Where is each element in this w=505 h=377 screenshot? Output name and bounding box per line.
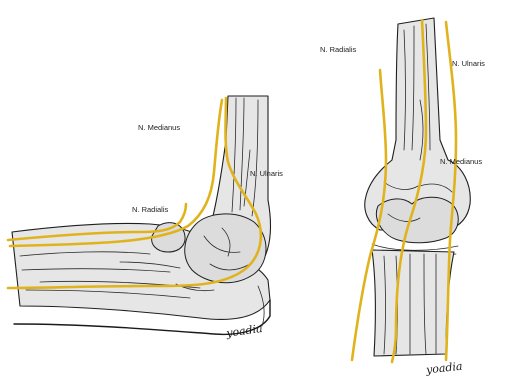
left-humeral-condyle [185, 214, 266, 283]
right-label-ulnaris: N. Ulnaris [452, 59, 485, 68]
right-label-radialis: N. Radialis [320, 45, 357, 54]
right-label-medianus: N. Medianus [440, 157, 482, 166]
left-label-radialis: N. Radialis [132, 205, 169, 214]
left-label-medianus: N. Medianus [138, 123, 180, 132]
left-elbow-view: N. Medianus N. Ulnaris N. Radialis yoadi… [8, 96, 283, 340]
left-label-ulnaris: N. Ulnaris [250, 169, 283, 178]
right-signature: yoadia [424, 360, 463, 377]
right-elbow-view: N. Radialis N. Ulnaris N. Medianus yoadi… [320, 18, 485, 377]
left-signature: yoadia [224, 322, 263, 340]
right-joint [376, 197, 458, 243]
